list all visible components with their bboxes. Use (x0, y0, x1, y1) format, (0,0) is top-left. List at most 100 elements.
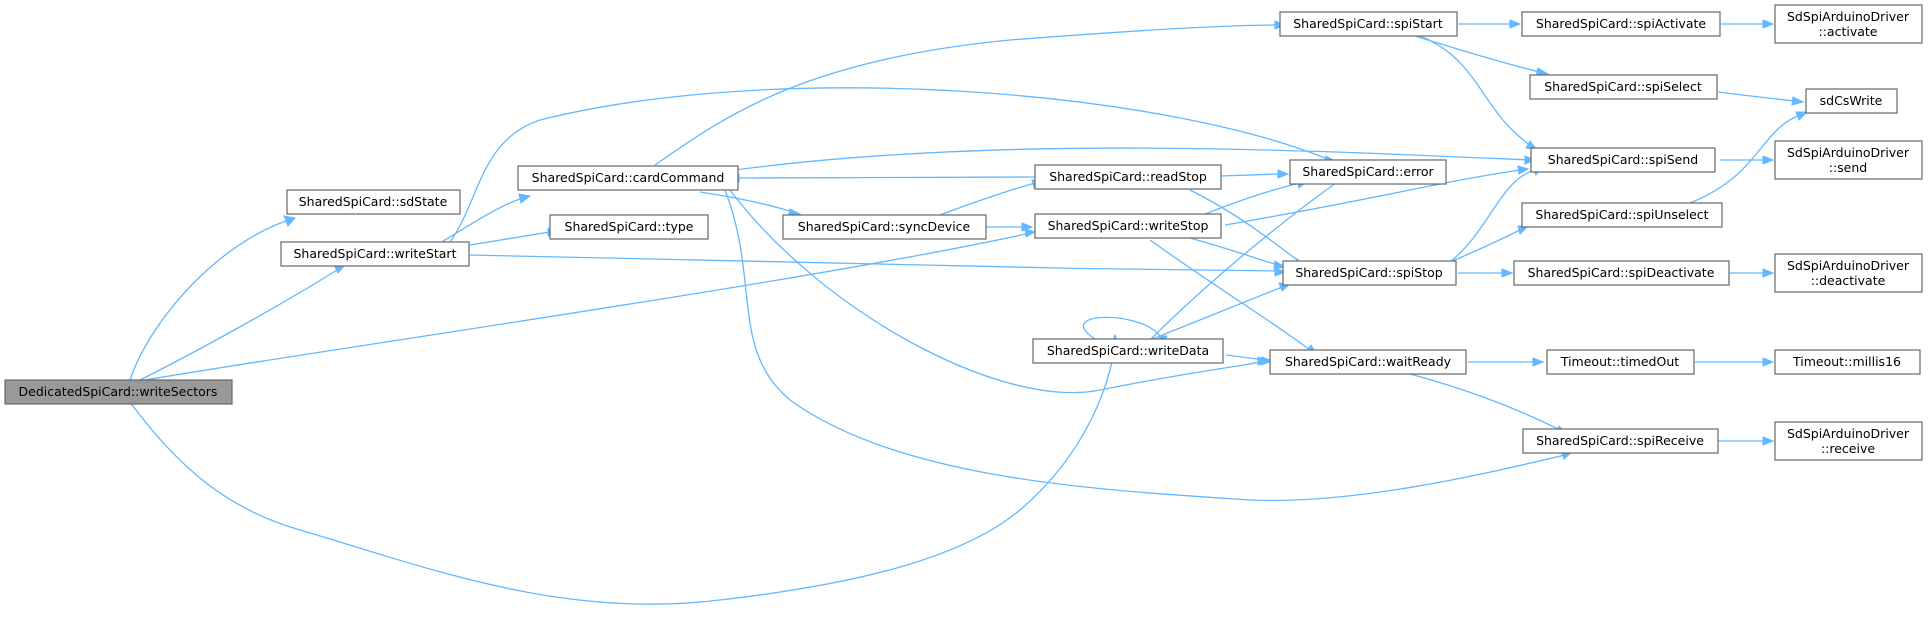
edge-root-sdstate (129, 217, 296, 381)
node-label: SharedSpiCard::spiActivate (1536, 16, 1706, 31)
node-label: SharedSpiCard::writeStop (1048, 218, 1209, 233)
edge-writestop-waitready (1149, 239, 1311, 351)
node-readstop[interactable]: SharedSpiCard::readStop (1034, 164, 1222, 190)
node-label: SdSpiArduinoDriver (1787, 258, 1910, 273)
node-label: ::receive (1821, 441, 1875, 456)
edge-cardcommand-spisend (734, 147, 1531, 171)
edge-spiunselect-sdcswrite (1689, 114, 1801, 204)
node-label: SharedSpiCard::writeStart (294, 246, 457, 261)
node-label: SharedSpiCard::sdState (299, 194, 448, 209)
node-label: SharedSpiCard::spiReceive (1536, 433, 1704, 448)
edge-syncdevice-readstop (939, 182, 1036, 216)
node-error[interactable]: SharedSpiCard::error (1289, 159, 1447, 185)
edge-cardcommand-spireceive (724, 189, 1566, 502)
node-label: SdSpiArduinoDriver (1787, 9, 1910, 24)
node-label: SharedSpiCard::spiUnselect (1535, 207, 1708, 222)
node-writedata[interactable]: SharedSpiCard::writeData (1032, 338, 1224, 364)
node-syncdevice[interactable]: SharedSpiCard::syncDevice (782, 214, 987, 240)
node-writestart[interactable]: SharedSpiCard::writeStart (280, 241, 470, 267)
node-label: SharedSpiCard::cardCommand (532, 170, 725, 185)
node-label: SharedSpiCard::writeData (1047, 343, 1209, 358)
node-label: Timeout::timedOut (1560, 354, 1679, 369)
node-timedout[interactable]: Timeout::timedOut (1546, 349, 1695, 375)
edge-root-writedata (129, 344, 1116, 605)
node-label: SharedSpiCard::type (565, 219, 694, 234)
edge-spistop-spiunselect (1449, 229, 1521, 263)
node-label: SharedSpiCard::spiDeactivate (1528, 265, 1715, 280)
node-label: SdSpiArduinoDriver (1787, 426, 1910, 441)
arrowhead (283, 215, 296, 227)
edge-waitready-spireceive (1409, 373, 1561, 431)
arrowhead (1024, 228, 1037, 238)
arrowhead (1501, 268, 1514, 278)
node-spiselect[interactable]: SharedSpiCard::spiSelect (1529, 74, 1718, 100)
node-receive[interactable]: SdSpiArduinoDriver ::receive (1774, 421, 1923, 461)
edge-cardcommand-spistart (654, 24, 1279, 166)
node-sdstate[interactable]: SharedSpiCard::sdState (286, 189, 461, 215)
node-label: SharedSpiCard::spiStart (1293, 16, 1443, 31)
edge-root-writestart (139, 264, 346, 381)
graph-nodes: DedicatedSpiCard::writeSectors SharedSpi… (4, 4, 1923, 461)
node-label: SharedSpiCard::spiSend (1548, 152, 1698, 167)
arrowhead (1532, 357, 1545, 367)
node-waitready[interactable]: SharedSpiCard::waitReady (1269, 349, 1467, 375)
edge-writedata-self (1083, 316, 1163, 341)
node-deactivate[interactable]: SdSpiArduinoDriver ::deactivate (1774, 253, 1923, 293)
arrowhead (1021, 222, 1034, 232)
arrowhead (1762, 436, 1775, 446)
edge-writestart-type (469, 231, 551, 246)
arrowhead (1524, 155, 1537, 165)
edge-writedata-spistop (1149, 286, 1283, 341)
edge-spistart-spiselect (1414, 35, 1541, 73)
node-label: SharedSpiCard::spiStop (1295, 265, 1442, 280)
arrowhead (1509, 19, 1522, 29)
node-spistart[interactable]: SharedSpiCard::spiStart (1279, 11, 1458, 37)
edge-cardcommand-waitready (729, 189, 1261, 394)
edge-readstop-error (1219, 173, 1281, 177)
node-activate[interactable]: SdSpiArduinoDriver ::activate (1774, 4, 1923, 44)
node-label: SharedSpiCard::syncDevice (798, 219, 971, 234)
arrowhead (1762, 155, 1775, 165)
node-cardcommand[interactable]: SharedSpiCard::cardCommand (517, 165, 739, 191)
node-writestop[interactable]: SharedSpiCard::writeStop (1034, 213, 1222, 239)
arrowhead (1762, 19, 1775, 29)
node-label: SharedSpiCard::waitReady (1285, 354, 1452, 369)
arrowhead (518, 193, 532, 204)
node-sdcswrite[interactable]: sdCsWrite (1805, 88, 1898, 114)
edge-writestop-spistop (1189, 237, 1279, 266)
arrowhead (1517, 165, 1530, 175)
node-spiunselect[interactable]: SharedSpiCard::spiUnselect (1521, 202, 1723, 228)
node-label: Timeout::millis16 (1792, 354, 1901, 369)
arrowhead (1762, 357, 1775, 367)
edge-spiselect-sdcswrite (1717, 91, 1796, 102)
graph-edges (129, 23, 1801, 605)
node-spiactivate[interactable]: SharedSpiCard::spiActivate (1521, 11, 1721, 37)
node-writesectors[interactable]: DedicatedSpiCard::writeSectors (4, 379, 233, 405)
node-spisend[interactable]: SharedSpiCard::spiSend (1530, 147, 1716, 173)
node-label: DedicatedSpiCard::writeSectors (19, 384, 218, 399)
edge-readstop-spistop (1189, 189, 1301, 263)
node-label: SdSpiArduinoDriver (1787, 145, 1910, 160)
node-spideactivate[interactable]: SharedSpiCard::spiDeactivate (1513, 260, 1730, 286)
node-label: SharedSpiCard::spiSelect (1544, 79, 1702, 94)
node-spistop[interactable]: SharedSpiCard::spiStop (1282, 260, 1457, 286)
arrowhead (1277, 169, 1290, 179)
edge-writestop-error (1199, 182, 1301, 217)
node-label: SharedSpiCard::error (1302, 164, 1434, 179)
arrowhead (1791, 96, 1805, 106)
edge-writestop-spisend (1224, 169, 1521, 226)
node-type[interactable]: SharedSpiCard::type (549, 214, 709, 240)
edge-writestart-cardcommand (439, 197, 524, 244)
node-send[interactable]: SdSpiArduinoDriver ::send (1774, 140, 1923, 180)
arrowhead (1274, 267, 1287, 277)
edge-writestart-error (449, 87, 1331, 243)
node-millis16[interactable]: Timeout::millis16 (1774, 349, 1921, 375)
node-spireceive[interactable]: SharedSpiCard::spiReceive (1522, 428, 1719, 454)
arrowhead (1260, 356, 1274, 366)
node-label: ::activate (1819, 24, 1878, 39)
edge-writedata-error (1149, 179, 1341, 341)
arrowhead (1273, 260, 1287, 270)
node-label: sdCsWrite (1820, 93, 1883, 108)
edge-root-writestop (144, 231, 1036, 381)
